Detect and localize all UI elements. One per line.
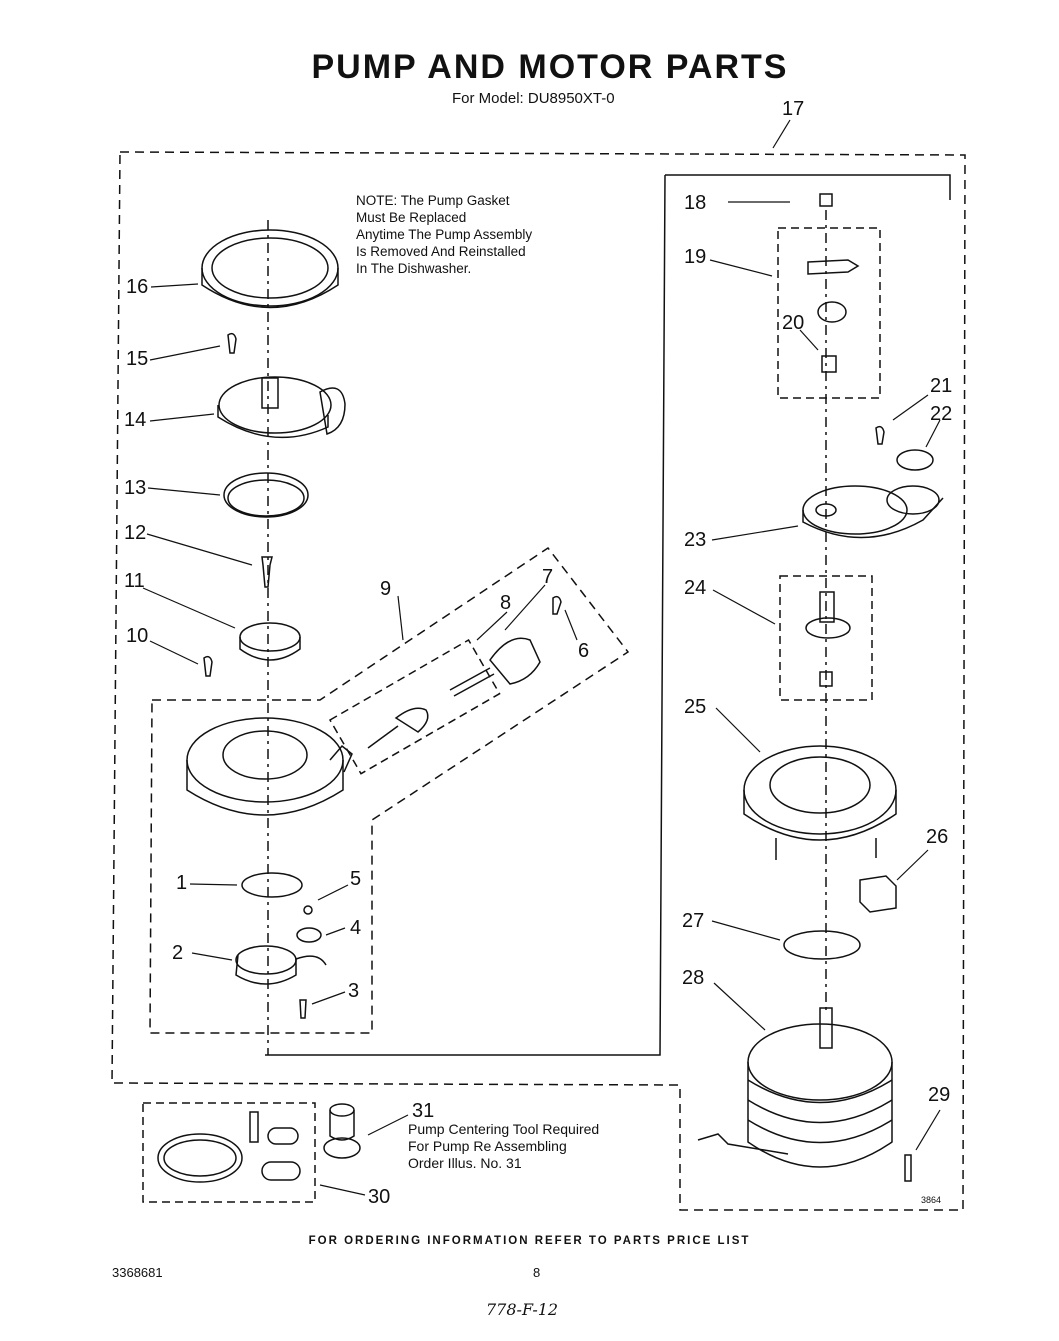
- model-subtitle: For Model: DU8950XT-0: [452, 90, 615, 107]
- screw-21: [875, 425, 885, 445]
- callout-16: 16: [126, 276, 149, 298]
- note-line: Must Be Replaced: [356, 210, 467, 225]
- callout-11: 11: [124, 570, 145, 592]
- callout-7: 7: [542, 566, 554, 588]
- pump-gasket-ring: [201, 229, 339, 309]
- shaft-24: [805, 591, 851, 687]
- impeller: [239, 622, 301, 661]
- callout-14: 14: [124, 409, 147, 431]
- note-line: NOTE: The Pump Gasket: [356, 193, 510, 208]
- disc-27: [783, 930, 861, 960]
- callout-27: 27: [682, 910, 705, 932]
- note-line: Anytime The Pump Assembly: [356, 227, 533, 242]
- page-title: PUMP AND MOTOR PARTS: [311, 48, 789, 86]
- footer-note: FOR ORDERING INFORMATION REFER TO PARTS …: [308, 1235, 751, 1247]
- screw-15: [227, 332, 237, 354]
- callout-18: 18: [684, 192, 707, 214]
- callout-9: 9: [380, 578, 392, 600]
- tool-note-line: Order Illus. No. 31: [408, 1155, 522, 1171]
- motor-cover: [802, 485, 944, 539]
- seal-22: [896, 449, 934, 471]
- o-ring-13: [223, 472, 309, 518]
- cap-18: [819, 193, 833, 207]
- terminal-26: [859, 875, 897, 913]
- callout-26: 26: [926, 826, 949, 848]
- callout-20: 20: [782, 312, 805, 334]
- screw-10: [203, 655, 213, 677]
- seal-4: [296, 927, 322, 943]
- handwritten-annotation: 778-F-12: [486, 1300, 559, 1319]
- page-number: 8: [533, 1265, 541, 1280]
- item9-box: [328, 638, 501, 775]
- callout-6: 6: [578, 640, 590, 662]
- note-line: In The Dishwasher.: [356, 261, 472, 276]
- switch-bracket: [807, 259, 860, 275]
- callout-8: 8: [500, 592, 512, 614]
- spring-20: [817, 301, 847, 373]
- callout-4: 4: [350, 917, 362, 939]
- callout-3: 3: [348, 980, 360, 1002]
- valve-parts: [367, 595, 562, 749]
- callout-1: 1: [176, 872, 188, 894]
- pump-housing: [186, 717, 353, 816]
- lower-housing: [235, 945, 327, 985]
- gasket-note: NOTE: The Pump Gasket Must Be Replaced A…: [356, 192, 532, 277]
- document-number: 3368681: [112, 1265, 163, 1280]
- motor-section-box: [265, 174, 951, 1056]
- callout-17: 17: [782, 98, 805, 120]
- tool-note-line: Pump Centering Tool Required: [408, 1121, 600, 1137]
- callout-2: 2: [172, 942, 184, 964]
- assembly-outline: [111, 151, 966, 1211]
- callout-13: 13: [124, 477, 147, 499]
- screw-29: [904, 1154, 912, 1182]
- callout-28: 28: [682, 967, 705, 989]
- screw-3: [299, 999, 307, 1019]
- tool-note-line: For Pump Re Assembling: [408, 1138, 567, 1154]
- kit-30: [157, 1111, 301, 1183]
- gasket-1: [241, 872, 303, 898]
- callout-10: 10: [126, 625, 149, 647]
- motor-housing: [743, 745, 897, 860]
- tool-note: Pump Centering Tool Required For Pump Re…: [408, 1121, 599, 1172]
- callout-25: 25: [684, 696, 707, 718]
- callout-31: 31: [412, 1100, 435, 1122]
- callout-5: 5: [350, 868, 362, 890]
- ball-5: [303, 905, 313, 915]
- diagram-code: 3864: [921, 1195, 942, 1205]
- item30-box: [142, 1102, 316, 1203]
- callout-19: 19: [684, 246, 707, 268]
- callout-12: 12: [124, 522, 147, 544]
- item19-box: [777, 227, 881, 399]
- screw-12: [261, 556, 273, 588]
- callout-15: 15: [126, 348, 149, 370]
- leader-lines: [142, 119, 941, 1196]
- pump-box: [149, 546, 630, 1034]
- centering-tool-31: [323, 1103, 361, 1159]
- pump-cover: [217, 376, 346, 439]
- callout-23: 23: [684, 529, 707, 551]
- callout-22: 22: [930, 403, 953, 425]
- callout-30: 30: [368, 1186, 391, 1208]
- callout-29: 29: [928, 1084, 951, 1106]
- note-line: Is Removed And Reinstalled: [356, 244, 526, 259]
- callout-24: 24: [684, 577, 707, 599]
- motor-28: [697, 1007, 893, 1168]
- callout-21: 21: [930, 375, 953, 397]
